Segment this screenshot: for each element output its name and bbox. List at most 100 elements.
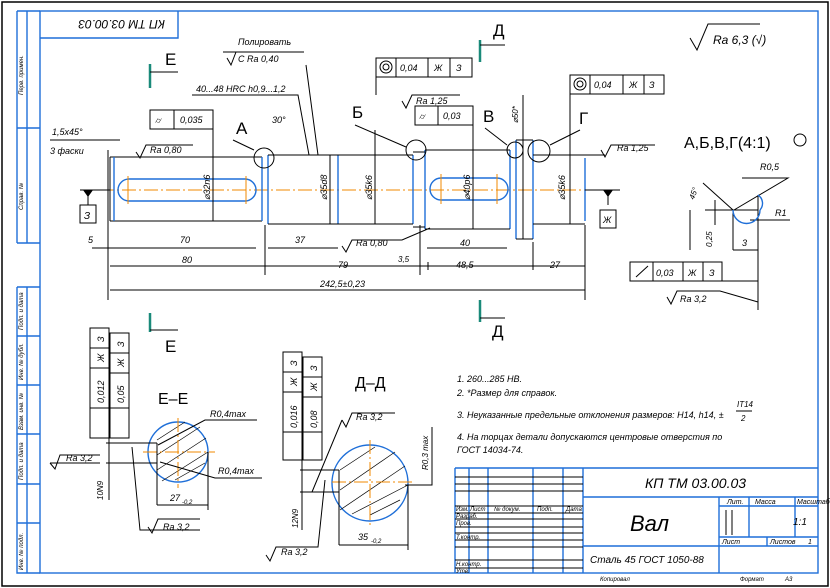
- side-label: Подп. и дата: [19, 442, 25, 480]
- annotations-chamfer: 1,5x45°: [52, 127, 83, 137]
- title-block-col-list: Лист: [469, 507, 485, 513]
- annotations-hardness: 40...48 HRC h0,9...1,2: [196, 84, 286, 94]
- annotations: Полировать C Ra 0,40 40...48 HRC h0,9...…: [50, 37, 655, 253]
- labels-datum-zh: Ж: [602, 215, 612, 225]
- title-block-lit: Лит.: [726, 499, 743, 506]
- dimensions-d35: 3,5: [398, 255, 410, 264]
- tolerance-frames: ⌭ 0,035 0,04 Ж З ⌭ 0,03 0,04 Ж З 0,03 Ж …: [149, 57, 759, 306]
- notes-0: 1. 260...285 НВ.: [457, 374, 522, 384]
- annotations-polish: Полировать: [238, 37, 291, 47]
- detail-view: А,Б,В,Г(4:1) R0,5 R1 45° 0,25 3: [684, 133, 807, 310]
- annotations-polish-ra: C Ra 0,40: [238, 54, 279, 64]
- section-d-ra-bottom: Ra 3,2: [281, 547, 308, 557]
- detail-depth: 0,25: [705, 231, 714, 247]
- linear-dims: 5 70 37 40 80 79 3,5 48,5 27 242,5±0,23: [88, 150, 586, 300]
- title-block-nkontr: Н.контр.: [456, 562, 481, 568]
- section-e-depth-tol: -0,2: [182, 500, 193, 506]
- section-d-width: 12N9: [291, 508, 300, 528]
- section-d-title: Д–Д: [355, 375, 386, 392]
- svg-text:⌭: ⌭: [155, 116, 162, 125]
- stamp-box: [40, 11, 179, 39]
- general-roughness: Ra 6,3 (√): [713, 33, 766, 47]
- title-block-col-date: Дата: [565, 507, 582, 513]
- section-e-r-top: R0,4max: [210, 409, 247, 419]
- diameters-0: ⌀32n6: [202, 175, 212, 200]
- svg-text:⌭: ⌭: [419, 112, 426, 121]
- section-d-depth-tol: -0,2: [371, 539, 382, 545]
- section-d-frame2-value: 0,08: [309, 410, 319, 428]
- title-block-sheet: Лист: [721, 539, 740, 546]
- datums: З Ж: [79, 189, 620, 229]
- annotations-angle30: 30°: [272, 115, 286, 125]
- annotations-ra-32-main: Ra 3,2: [680, 294, 707, 304]
- annotations-chamfer-count: 3 фаски: [50, 146, 84, 156]
- side-label: Инв. № подл.: [18, 533, 25, 570]
- diameters-2: ⌀35k6: [364, 175, 374, 200]
- dimensions-d40: 40: [460, 238, 470, 248]
- tolerance-frames-runout1-datum2: З: [456, 63, 462, 73]
- note3-fraction-num: IT14: [737, 400, 754, 409]
- section-e-frame1-value: 0,012: [96, 380, 106, 403]
- diameter-dims: ⌀32n6 ⌀35d8 ⌀35k6 ⌀40p6 ⌀35k6 ⌀50*: [202, 75, 571, 239]
- dimensions-d5: 5: [88, 235, 94, 245]
- technical-notes: 1. 260...285 НВ. 2. *Размер для справок.…: [456, 374, 754, 455]
- labels-G: Г: [579, 109, 588, 128]
- title-block-prov: Пров.: [456, 521, 472, 527]
- diameters-5: ⌀50*: [511, 105, 520, 123]
- section-e-width: 10N9: [96, 480, 105, 500]
- section-e-r-bottom: R0,4max: [218, 466, 255, 476]
- note3-fraction-den: 2: [740, 414, 746, 423]
- title-block-designation: КП ТМ 03.00.03: [645, 475, 746, 491]
- section-e-frame2-value: 0,05: [116, 384, 126, 403]
- section-d-r: R0,3 max: [421, 435, 430, 470]
- title-block-razrab: Разраб.: [456, 514, 478, 520]
- side-label: Перв. примен.: [19, 55, 25, 95]
- annotations-ra-080-b: Ra 0,80: [356, 238, 388, 248]
- title-block: Изм. Лист № докум. Подп. Дата Разраб. Пр…: [454, 467, 830, 583]
- diameters-4: ⌀35k6: [557, 175, 567, 200]
- title-block-col-sign: Подп.: [537, 507, 553, 513]
- title-block-col-doc: № докум.: [494, 506, 520, 513]
- tolerance-frames-runout3-datum2: З: [709, 268, 715, 278]
- title-block-scale: 1:1: [793, 517, 807, 528]
- tolerance-frames-cyl2: 0,03: [443, 111, 461, 121]
- tolerance-frames-runout2-value: 0,04: [594, 80, 612, 90]
- labels-E-top: Е: [165, 50, 176, 69]
- stamp-designation: КП ТМ 03.00.03: [78, 17, 165, 31]
- dimensions-d70: 70: [180, 235, 190, 245]
- labels-datum-z: З: [84, 211, 90, 222]
- section-e-frame1-d1: Ж: [96, 353, 106, 363]
- inner-frame: [39, 10, 819, 574]
- section-e-title: Е–Е: [158, 391, 188, 408]
- section-d-d: Д–Д R0,3 max 12N9 35 -0,2 Ra 3,2 Ra 3,2 …: [265, 351, 433, 563]
- section-d-frame1-d2: З: [289, 360, 299, 366]
- labels-V: В: [483, 107, 494, 126]
- tolerance-frames-runout1-value: 0,04: [400, 63, 418, 73]
- tolerance-frames-runout2-datum1: Ж: [628, 80, 638, 90]
- title-block-copied: Копировал: [600, 577, 630, 583]
- annotations-ra-125-a: Ra 1,25: [416, 96, 449, 106]
- notes-3: 4. На торцах детали допускаются центровы…: [457, 432, 722, 442]
- title-block-format-value: А3: [784, 577, 793, 583]
- side-strip: Перв. примен. Справ. № Подп. и дата Инв.…: [16, 10, 40, 574]
- tolerance-frames-runout1-datum1: Ж: [433, 63, 443, 73]
- notes-4: ГОСТ 14034-74.: [457, 445, 523, 455]
- title-block-massa: Масса: [755, 499, 776, 506]
- detail-r05: R0,5: [760, 162, 780, 172]
- side-label: Справ. №: [18, 182, 25, 210]
- labels-B: Б: [352, 103, 363, 122]
- section-d-ra-top: Ra 3,2: [356, 412, 383, 422]
- section-e-frame1-d2: З: [96, 336, 106, 342]
- labels-D-top: Д: [493, 21, 505, 40]
- detail-angle: 45°: [687, 185, 700, 200]
- dimensions-d485: 48,5: [456, 260, 475, 270]
- section-d-depth: 35: [358, 532, 369, 542]
- title-block-tkontr: Т.контр.: [456, 535, 480, 541]
- dimensions-d37: 37: [295, 235, 306, 245]
- title-block-col-izm: Изм.: [456, 507, 469, 513]
- section-e-frame2-d1: Ж: [116, 358, 126, 368]
- detail-width: 3: [742, 238, 747, 248]
